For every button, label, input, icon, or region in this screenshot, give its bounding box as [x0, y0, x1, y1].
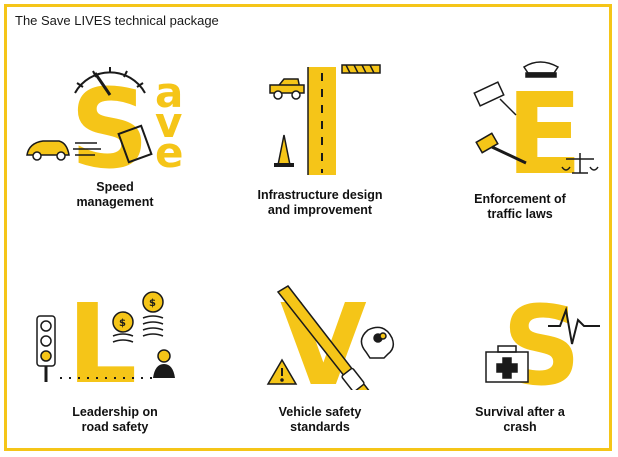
label-line-2: management — [76, 195, 154, 209]
letter-a-small: a — [155, 68, 183, 117]
letter-e-small: e — [155, 128, 184, 175]
label-line-2: and improvement — [267, 203, 373, 217]
label-line-1: Leadership on — [72, 405, 158, 419]
leadership-illustration: L $ $ — [36, 280, 175, 390]
letter-v-small: v — [155, 98, 182, 147]
seatbelt-icon — [276, 285, 370, 390]
infrastructure-illustration — [269, 64, 381, 175]
label-survival: Survival after a crash — [420, 405, 618, 435]
panel-enforcement: E Enforcement of traffic laws — [420, 55, 618, 225]
panel-infrastructure: Infrastructure design and improvement — [220, 55, 420, 225]
label-line-2: standards — [290, 420, 350, 434]
label-vehicle-safety: Vehicle safety standards — [220, 405, 420, 435]
traffic-light-icon — [36, 315, 56, 382]
car-icon — [269, 78, 305, 100]
label-line-2: traffic laws — [487, 207, 553, 221]
label-line-1: Infrastructure design — [257, 188, 383, 202]
letter-l-large: L — [67, 280, 137, 390]
label-line-1: Speed — [96, 180, 134, 194]
panel-speed-management: S a v e Speed management — [15, 55, 215, 225]
speed-bump-icon — [117, 124, 153, 164]
label-leadership: Leadership on road safety — [15, 405, 215, 435]
panel-leadership: L $ $ Leadership on road safety — [15, 280, 215, 440]
panel-survival: S Survival after a crash — [420, 280, 618, 440]
enforcement-illustration: E — [473, 61, 599, 175]
road-icon — [307, 67, 336, 175]
warning-icon — [266, 358, 298, 385]
label-line-2: road safety — [81, 420, 149, 434]
car-icon — [26, 140, 101, 161]
speed-camera-icon — [473, 81, 517, 116]
scales-icon — [561, 153, 599, 174]
infographic-title: The Save LIVES technical package — [15, 13, 219, 28]
label-line-1: Survival after a — [475, 405, 565, 419]
panel-vehicle-safety: V Vehicle safety standards — [220, 280, 420, 440]
head-injury-icon — [360, 326, 395, 359]
label-line-2: crash — [503, 420, 537, 434]
coins-icon: $ $ — [112, 291, 164, 343]
label-line-1: Enforcement of — [474, 192, 566, 206]
traffic-cone-icon — [274, 134, 294, 167]
gavel-icon — [475, 132, 527, 165]
label-line-1: Vehicle safety — [278, 405, 362, 419]
label-enforcement: Enforcement of traffic laws — [420, 192, 618, 222]
barrier-icon — [341, 64, 381, 74]
speed-management-illustration: S a v e — [26, 65, 184, 175]
svg-text:$: $ — [119, 318, 126, 329]
svg-text:$: $ — [149, 298, 156, 309]
heartbeat-icon — [548, 306, 600, 345]
first-aid-kit-icon — [485, 345, 529, 383]
police-cap-icon — [522, 61, 560, 78]
letter-e-large: E — [506, 70, 583, 175]
label-infrastructure: Infrastructure design and improvement — [220, 188, 420, 218]
person-icon — [153, 349, 175, 378]
label-speed-management: Speed management — [15, 180, 215, 210]
survival-illustration: S — [485, 282, 600, 390]
speedometer-icon — [74, 67, 146, 96]
vehicle-safety-illustration: V — [266, 281, 395, 390]
